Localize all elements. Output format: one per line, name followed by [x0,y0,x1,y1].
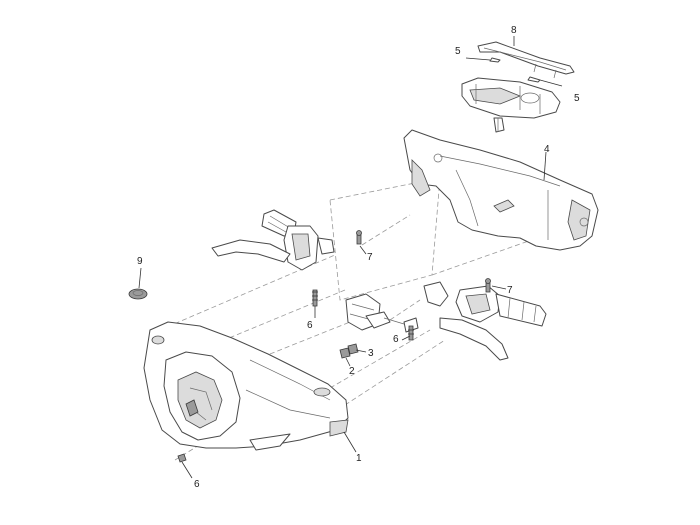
callout-6-bottom: 6 [194,479,200,490]
left-grip-assembly [211,209,335,271]
cap-part-9 [128,288,148,300]
callout-5-top: 5 [455,46,461,57]
callout-7-left: 7 [367,252,373,263]
callout-2: 2 [349,366,355,377]
callout-6-right: 6 [393,334,399,345]
callout-9: 9 [137,256,143,267]
instrument-cover-strip [477,41,575,79]
callout-8: 8 [511,25,517,36]
callout-leaders [138,36,547,479]
right-grip-assembly [423,281,547,361]
screw-6-bottom [177,453,187,463]
callout-3: 3 [368,348,374,359]
clip-part-5 [465,57,563,87]
callout-6-left: 6 [307,320,313,331]
screw-7-right [485,278,491,293]
front-handlebar-cover [143,321,349,451]
callout-labels: 8 5 5 4 9 7 7 6 6 3 2 1 6 [137,25,580,490]
center-bracket [345,293,419,333]
callout-1: 1 [356,453,362,464]
callout-4: 4 [544,144,550,155]
callout-5-right: 5 [574,93,580,104]
clip-part-2 [339,347,351,359]
callout-7-right: 7 [507,285,513,296]
screw-7-left [356,230,362,245]
rear-handlebar-cover [403,129,599,251]
screw-6-left [312,289,318,307]
nut-part-3 [347,343,359,355]
screw-6-right [408,325,414,341]
instrument-panel [461,77,561,133]
